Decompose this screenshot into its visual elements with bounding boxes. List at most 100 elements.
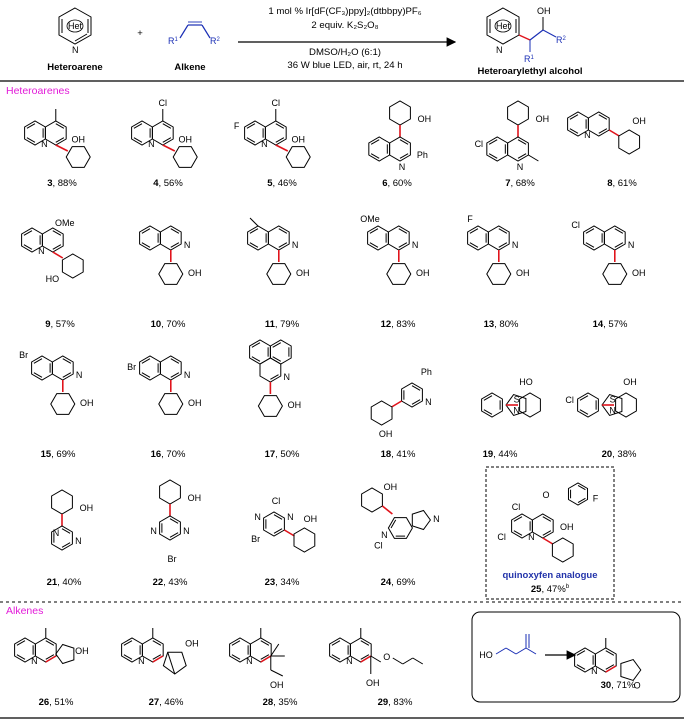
n-atom-15: N [76,370,83,380]
compound-30-box [471,611,681,703]
benzothiazole-benzo-19 [481,392,503,418]
heteroarene-structure [58,7,92,45]
n-atom-26: N [31,656,38,666]
compound-label-23: 23, 34% [265,577,300,588]
compound-label-27: 27, 46% [149,697,184,708]
compound-label-21: 21, 40% [47,577,82,588]
n-atom-5: N [261,139,268,149]
thf-oxygen-30: O [634,680,641,690]
norbornanol-27 [162,651,187,675]
cyclohexanol-15 [50,393,76,415]
pyridine-6 [389,136,411,162]
new-cc-bond-9 [52,251,64,259]
benzo-15 [31,355,53,381]
new-cc-bond-29 [360,655,372,663]
product-r1: R1 [524,54,535,64]
substituent-cl: Cl [272,98,281,108]
ring-substituent-f: F [234,121,240,131]
chain-2-30 [505,647,517,655]
pyrimidine-22 [159,515,181,541]
hydroxyl-27: OH [185,638,199,648]
chloro-7: Cl [475,139,484,149]
new-cc-bond-25 [542,537,554,545]
n-atom-23b: N [287,512,294,522]
compound-label-9: 9, 57% [45,319,75,330]
thf-ring-30 [620,658,642,682]
hydroxyl-26: OH [75,646,89,656]
dimethyl-c-28 [270,669,284,677]
hydroxyl-12: OH [416,268,430,278]
n-atom-7: N [517,162,524,172]
new-cc-bond-18 [391,400,403,408]
cyclohexanol-19 [519,392,541,418]
cyclohexanol-25 [551,537,574,563]
n-atom-29: N [346,656,353,666]
n-atom-23a: N [254,512,261,522]
compound-label-7: 7, 68% [505,178,535,189]
substituent-16: Br [127,362,136,372]
compound-label-19: 19, 44% [483,449,518,460]
s-atom-20: S [610,395,616,405]
compound-labels: 3, 88%4, 56%5, 46%6, 60%7, 68%8, 61%9, 5… [39,178,638,708]
cyclohexanol-24 [361,487,383,513]
hydroxyl-15: OH [80,398,94,408]
n-atom-28: N [246,656,253,666]
benzo-11 [247,225,269,251]
methyl-11 [249,217,259,227]
chloro-23: Cl [272,496,281,506]
new-cc-bond-27 [152,655,164,663]
hydroxyl-9: HO [46,274,60,284]
s-atom-19: S [514,395,520,405]
n-atom-9: N [38,246,45,256]
cyclohexanol-17 [257,395,283,417]
phenanthridine-a [249,339,271,365]
pyrimidine-21 [51,525,73,551]
quinoline-5-pyr [264,120,287,146]
hydroxyl-11: OH [296,268,310,278]
chloro-20: Cl [565,395,574,405]
new-cc-bond [55,144,69,152]
compound-label-24: 24, 69% [381,577,416,588]
compound-label-11: 11, 79% [265,319,300,330]
imidazole-24 [411,509,432,531]
cyclohexanol-20 [615,392,637,418]
n-atom-20: N [609,405,616,415]
n-atom-16: N [184,370,191,380]
compound-label-4: 4, 56% [153,178,183,189]
bromo-23: Br [251,534,260,544]
phenanthridine-b [259,357,282,383]
chain-1-30 [495,647,507,655]
n-atom-6: N [399,162,406,172]
hydroxyl-19: HO [519,377,533,387]
compound-label-26: 26, 51% [39,697,74,708]
benzo-16 [139,355,161,381]
n-atom-27: N [138,656,145,666]
compound-label-18: 18, 41% [381,449,416,460]
butyl-3-29 [412,657,424,665]
hydroxyl-10: OH [188,268,202,278]
product-het-badge [494,19,512,33]
hydroxyl-8: OH [632,116,646,126]
thiazole-20 [601,393,623,417]
cyclohexanol-22 [159,479,181,505]
quinoline-4-pyr [151,120,174,146]
compound-label-10: 10, 70% [151,319,186,330]
reagents-line-2: 2 equiv. K₂S₂O₈ [311,20,378,31]
new-cc-bond [162,144,176,152]
pyridine-13 [487,225,510,251]
compound-label-29: 29, 83% [378,697,413,708]
conditions-line-1: DMSO/H₂O (6:1) [309,47,381,58]
alkene-r1: R1 [168,36,179,46]
methyl-30 [525,647,537,655]
new-cc-bond-30 [605,665,617,673]
pyridine-15 [51,355,74,381]
compound-label-16: 16, 70% [151,449,186,460]
cyclohexanol-11 [266,263,292,285]
cyclohexanol-10 [158,263,184,285]
product-label: Heteroarylethyl alcohol [477,66,582,77]
cyclohexanol-6 [389,100,411,126]
hydroxyl-17: OH [288,400,302,410]
compound-label-20: 20, 38% [602,449,637,460]
n-atom-11: N [292,240,299,250]
